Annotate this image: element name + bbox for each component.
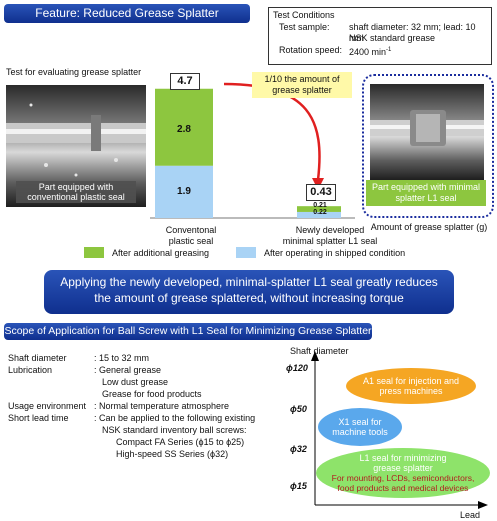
- conv-green-label: 2.8: [177, 124, 191, 135]
- conv-blue-label: 1.9: [177, 186, 191, 197]
- reduction-annotation: 1/10 the amount of grease splatter: [252, 72, 352, 98]
- scope-diagram-axes: [311, 351, 488, 509]
- category-new-line1: Newly developed: [295, 225, 365, 235]
- usage-value: : Normal temperature atmosphere: [94, 401, 230, 411]
- speed-value: 2400 min-1: [349, 47, 392, 57]
- bar-blue-0: [155, 165, 213, 218]
- category-conventional-line2: plastic seal: [168, 236, 214, 246]
- new-total: 0.43: [306, 184, 336, 201]
- new-blue-label: 0.22: [313, 209, 327, 216]
- reduction-arrow: [223, 82, 321, 181]
- tick-15: ϕ15: [290, 481, 307, 491]
- test-conditions-box: Test Conditions Test sample: shaft diame…: [268, 7, 492, 65]
- bar-blue-1: [297, 211, 341, 218]
- x-axis-title: Lead: [460, 510, 481, 520]
- test-label: Test for evaluating grease splatter: [6, 67, 142, 77]
- x1-seal-label: X1 seal for machine tools: [332, 417, 388, 437]
- lead-time-value-1: : Can be applied to the following existi…: [94, 413, 256, 423]
- category-new-line2: minimal splatter L1 seal: [282, 236, 378, 246]
- sample-label: Test sample:: [279, 22, 330, 32]
- axis-label: Amount of grease splatter (g): [370, 222, 488, 232]
- bar-green-0: [155, 88, 213, 166]
- conditions-heading: Test Conditions: [273, 10, 335, 20]
- l1-seal-frame: [362, 74, 494, 218]
- photo-conventional-seal: Part equipped with conventional plastic …: [6, 85, 146, 207]
- scope-title: Scope of Application for Ball Screw with…: [4, 323, 372, 340]
- legend-swatch-blue: [236, 247, 256, 258]
- grease-splatter-chart: [150, 82, 355, 219]
- category-conventional: Conventonal plastic seal: [146, 225, 236, 247]
- tick-50: ϕ50: [290, 404, 307, 414]
- photo-right-caption: Part equipped with minimal splatter L1 s…: [366, 180, 486, 206]
- x1-seal-region: X1 seal for machine tools: [318, 408, 402, 446]
- y-axis-arrow-icon: [311, 351, 319, 361]
- feature-title: Feature: Reduced Grease Splatter: [4, 4, 250, 23]
- conventional-total: 4.7: [170, 73, 200, 90]
- category-conventional-line1: Conventonal: [165, 225, 217, 235]
- lead-time-value-2: NSK standard inventory ball screws:: [102, 425, 247, 435]
- lead-time-value-4: High-speed SS Series (ϕ32): [116, 449, 229, 459]
- l1-seal-label: L1 seal for minimizing grease splatter: [359, 453, 447, 473]
- speed-label: Rotation speed:: [279, 45, 343, 55]
- sample-value-2: NSK standard grease: [349, 33, 436, 43]
- banner-line-1: Applying the newly developed, minimal-sp…: [60, 275, 438, 289]
- lead-time-label: Short lead time: [8, 413, 69, 423]
- y-axis-title: Shaft diameter: [290, 346, 349, 356]
- lead-time-value-3: Compact FA Series (ϕ15 to ϕ25): [116, 437, 245, 447]
- lubrication-label: Lubrication: [8, 365, 53, 375]
- lubrication-value-3: Grease for food products: [102, 389, 202, 399]
- photo-left-caption: Part equipped with conventional plastic …: [16, 181, 136, 203]
- legend-label-green: After additional greasing: [112, 248, 210, 258]
- banner-line-2: the amount of grease splattered, without…: [94, 291, 404, 305]
- shaft-illustration-l1: [370, 110, 484, 146]
- x-axis-arrow-icon: [478, 501, 488, 509]
- usage-label: Usage environment: [8, 401, 87, 411]
- legend-swatch-green: [84, 247, 104, 258]
- shaft-illustration: [6, 103, 146, 177]
- a1-seal-region: A1 seal for injection and press machines: [346, 368, 476, 404]
- summary-banner: Applying the newly developed, minimal-sp…: [44, 270, 454, 314]
- shaft-diameter-value: : 15 to 32 mm: [94, 353, 150, 363]
- a1-seal-label: A1 seal for injection and press machines: [362, 376, 460, 396]
- tick-120: ϕ120: [286, 363, 308, 373]
- lubrication-value-1: : General grease: [94, 365, 162, 375]
- shaft-diameter-label: Shaft diameter: [8, 353, 67, 363]
- category-new: Newly developed minimal splatter L1 seal: [270, 225, 390, 247]
- l1-seal-applications: For mounting, LCDs, semiconductors, food…: [331, 473, 475, 493]
- bar-green-1: [297, 206, 341, 212]
- sample-value-1: shaft diameter: 32 mm; lead: 10 mm: [349, 22, 476, 43]
- l1-seal-region: L1 seal for minimizing grease splatter F…: [316, 448, 490, 498]
- new-green-label: 0.21: [313, 202, 327, 209]
- tick-32: ϕ32: [290, 444, 307, 454]
- photo-l1-seal: [370, 84, 484, 180]
- lubrication-value-2: Low dust grease: [102, 377, 169, 387]
- legend-label-blue: After operating in shipped condition: [264, 248, 406, 258]
